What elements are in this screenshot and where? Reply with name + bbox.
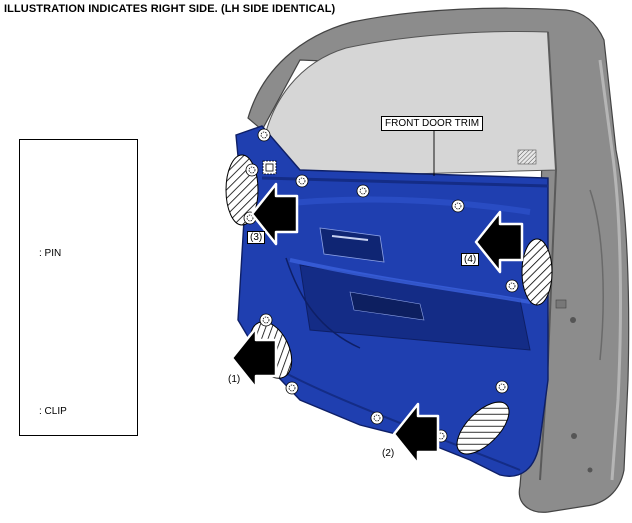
clip-marker <box>285 381 299 395</box>
arrow-3 <box>250 182 299 246</box>
clip-marker <box>356 184 370 198</box>
clip-markers <box>243 128 519 443</box>
arrow-label-3: (3) <box>247 231 266 244</box>
clip-marker <box>505 279 519 293</box>
clip-marker <box>245 163 259 177</box>
clip-marker <box>451 199 465 213</box>
arrow-label-1: (1) <box>228 374 241 385</box>
illustration-note: ILLUSTRATION INDICATES RIGHT SIDE. (LH S… <box>4 3 336 15</box>
clip-marker <box>257 128 271 142</box>
door-trim-panel <box>235 125 549 477</box>
front-door-trim-label: FRONT DOOR TRIM <box>381 116 484 131</box>
arrow-4 <box>474 210 524 274</box>
arrow-label-2: (2) <box>382 448 395 459</box>
clip-marker <box>259 313 273 327</box>
arrow-1 <box>230 326 278 390</box>
pin-legend-label: : PIN <box>39 248 62 259</box>
mirror-patch <box>517 149 537 165</box>
clip-legend-label: : CLIP <box>39 406 67 417</box>
arrow-2 <box>392 402 440 466</box>
clip-marker <box>295 174 309 188</box>
arrow-label-4: (4) <box>461 253 480 266</box>
pull-arrows <box>230 182 524 466</box>
fastener-legend-box <box>19 139 138 436</box>
clip-marker <box>495 380 509 394</box>
clip-marker <box>370 411 384 425</box>
pin-marker <box>262 160 277 175</box>
